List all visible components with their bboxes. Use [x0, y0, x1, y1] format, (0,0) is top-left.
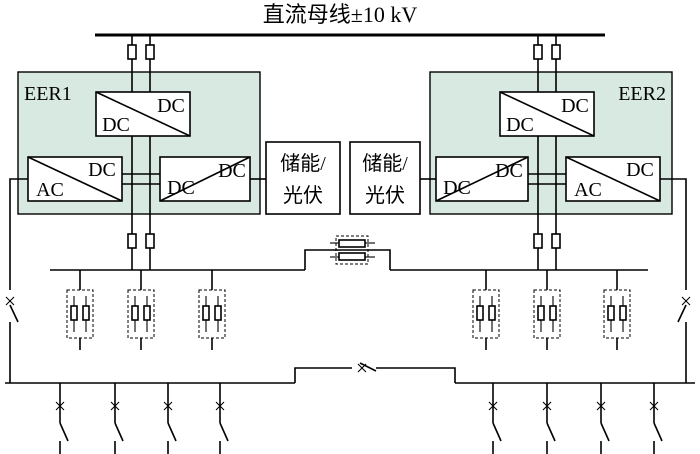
dc-feeder-l1 [66, 270, 94, 350]
ac-feeder-l4 [215, 383, 229, 454]
storage-right-line1: 储能/ [362, 152, 408, 175]
eer2-left-label-b: DC [495, 160, 523, 182]
storage-pv-left: 储能/ 光伏 [265, 141, 341, 215]
ac-bus-tie [294, 362, 456, 383]
storage-left-line2: 光伏 [283, 184, 323, 207]
ac-feeder-l2 [110, 383, 124, 454]
eer1-left-label-a: AC [36, 179, 64, 201]
eer2-interconnects [420, 173, 566, 185]
eer2-dcdc-left: DC DC [435, 156, 529, 202]
eer1-feeder-lines [131, 35, 151, 270]
eer2-bottom-breakers [533, 233, 561, 249]
ac-link-left [5, 178, 28, 383]
eer1-interconnects [122, 173, 266, 185]
middle-bus-tie [304, 235, 391, 270]
eer1-top-label-b: DC [102, 114, 130, 136]
dc-bus-title: 直流母线±10 kV [263, 2, 418, 27]
storage-right-line2: 光伏 [365, 184, 405, 207]
dc-feeder-r2 [533, 270, 561, 350]
eer2-left-label-a: DC [443, 177, 471, 199]
eer1-right-label-b: DC [218, 160, 246, 182]
eer1-left-label-b: DC [88, 159, 116, 181]
ac-link-right [660, 178, 691, 383]
eer2-feeder-lines [537, 35, 557, 270]
dc-feeder-l3 [198, 270, 226, 350]
eer2-label: EER2 [618, 83, 666, 105]
ac-feeder-r1 [488, 383, 502, 454]
storage-left-line1: 储能/ [280, 152, 326, 175]
eer1-right-label-a: DC [167, 177, 195, 199]
ac-feeder-l3 [163, 383, 177, 454]
eer2-right-label-a: AC [574, 179, 602, 201]
eer2-dcdc-top: DC DC [499, 91, 595, 137]
dc-feeder-r1 [472, 270, 500, 350]
eer2-acdc: AC DC [565, 156, 661, 202]
ac-feeder-l1 [55, 383, 69, 454]
dc-feeder-l2 [127, 270, 155, 350]
dc-feeder-r3 [603, 270, 631, 350]
ac-feeder-r4 [649, 383, 663, 454]
eer1-acdc: AC DC [27, 156, 123, 202]
eer1-dcdc-right: DC DC [159, 156, 251, 202]
ac-feeder-r2 [542, 383, 556, 454]
storage-pv-right: 储能/ 光伏 [349, 141, 421, 215]
eer1-top-label-a: DC [157, 95, 185, 117]
eer2-top-label-a: DC [561, 95, 589, 117]
eer2-right-label-b: DC [626, 159, 654, 181]
eer1-dcdc-top: DC DC [95, 91, 191, 137]
eer1-label: EER1 [24, 83, 72, 105]
eer1-bottom-breakers [127, 233, 155, 249]
eer2-top-label-b: DC [506, 114, 534, 136]
eer1-top-breakers [127, 44, 155, 60]
eer2-top-breakers [533, 44, 561, 60]
ac-feeder-r3 [596, 383, 610, 454]
